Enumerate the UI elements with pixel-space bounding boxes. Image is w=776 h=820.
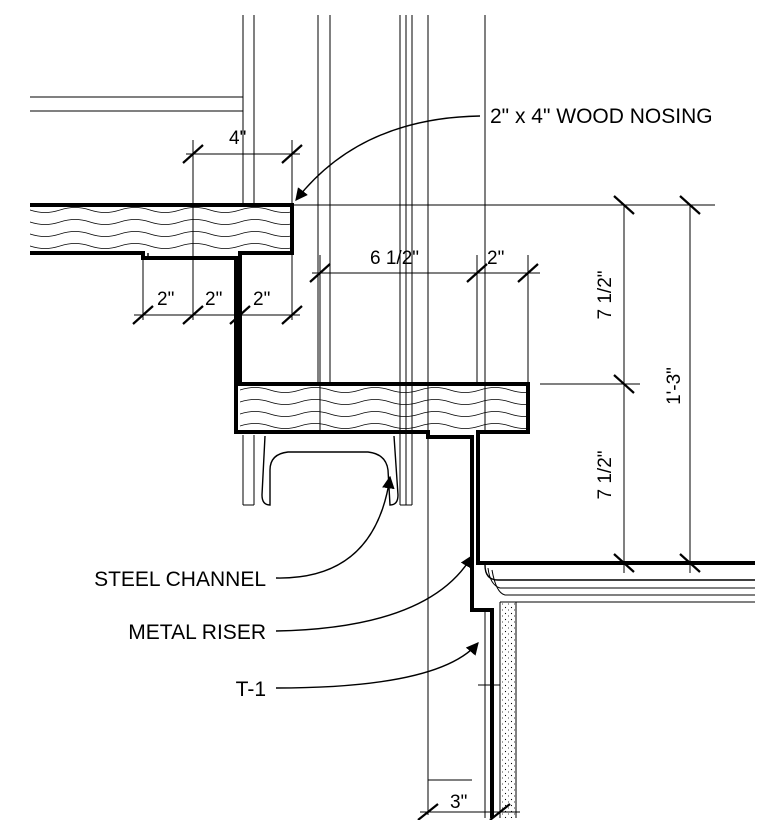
dim-lower-2c: 2"	[253, 289, 270, 310]
dim-nosing-width: 4"	[229, 128, 246, 149]
dim-total-rise: 1'-3"	[664, 367, 685, 405]
upper-tread	[30, 205, 292, 255]
dim-lower-2b: 2"	[205, 289, 222, 310]
callout-wood-nosing: 2" x 4" WOOD NOSING	[490, 105, 713, 128]
framing-lines	[30, 15, 486, 781]
callout-tile: T-1	[236, 678, 266, 701]
floor-finish	[478, 564, 755, 818]
dim-bottom-width: 3"	[450, 792, 467, 813]
lower-tread	[240, 384, 528, 434]
callout-metal-riser: METAL RISER	[128, 621, 266, 644]
steel-channel	[261, 435, 399, 506]
dim-tread-overhang: 2"	[487, 248, 504, 269]
leader-lines	[275, 115, 481, 689]
dimension-lines	[132, 144, 701, 820]
callout-steel-channel: STEEL CHANNEL	[94, 568, 266, 591]
dim-tread-depth: 6 1/2"	[370, 248, 419, 269]
dim-riser-lower: 7 1/2"	[595, 450, 616, 499]
dim-riser-upper: 7 1/2"	[595, 270, 616, 319]
stair-profile-outline	[30, 203, 755, 565]
dim-lower-2a: 2"	[157, 289, 174, 310]
